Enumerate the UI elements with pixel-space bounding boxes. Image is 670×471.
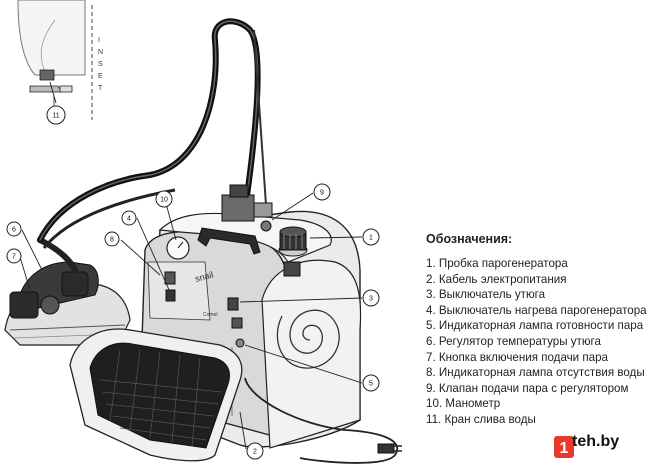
legend-item: 4. Выключатель нагрева парогенератора xyxy=(426,303,647,317)
svg-text:11: 11 xyxy=(52,113,59,120)
legend-list: 1. Пробка парогенератора 2. Кабель элект… xyxy=(426,256,670,428)
svg-text:8: 8 xyxy=(110,237,114,244)
watermark-text: teh.by xyxy=(572,433,620,450)
legend-item: 7. Кнопка включения подачи пара xyxy=(426,350,608,364)
svg-text:1: 1 xyxy=(560,440,569,457)
svg-text:E: E xyxy=(98,73,103,80)
svg-text:S: S xyxy=(98,61,103,68)
legend-item: 5. Индикаторная лампа готовности пара xyxy=(426,319,644,333)
svg-text:2: 2 xyxy=(253,449,257,456)
svg-text:N: N xyxy=(98,49,103,56)
legend-item: 6. Регулятор температуры утюга xyxy=(426,334,601,348)
hose-support-rod xyxy=(253,29,267,206)
spiral-emblem xyxy=(276,309,340,369)
svg-text:I: I xyxy=(98,37,100,44)
legend-item: 11. Кран слива воды xyxy=(426,412,536,426)
svg-text:6: 6 xyxy=(12,227,16,234)
panel-label: Comet xyxy=(203,312,218,318)
svg-text:3: 3 xyxy=(369,296,373,303)
pressure-gauge xyxy=(166,236,190,260)
legend-title: Обозначения: xyxy=(426,232,513,246)
inset-panel: I N S E T xyxy=(17,0,103,120)
watermark-logo: 1 xyxy=(540,436,670,471)
brand-label: snail xyxy=(194,269,214,283)
legend-item: 9. Клапан подачи пара с регулятором xyxy=(426,381,629,395)
svg-text:7: 7 xyxy=(12,254,16,261)
svg-text:10: 10 xyxy=(160,197,168,204)
callout-10: 10 xyxy=(155,190,173,208)
callout-3: 3 xyxy=(362,289,380,307)
svg-text:T: T xyxy=(98,85,103,92)
inset-label: I N S E T xyxy=(98,37,103,92)
legend-item: 3. Выключатель утюга xyxy=(426,288,546,302)
svg-text:4: 4 xyxy=(127,216,131,223)
callout-11: 11 xyxy=(46,105,66,125)
callout-4: 4 xyxy=(121,210,137,226)
iron xyxy=(4,237,131,346)
svg-text:9: 9 xyxy=(320,190,324,197)
carry-handle xyxy=(197,227,261,255)
steam-valve xyxy=(221,184,273,232)
callout-7: 7 xyxy=(6,248,22,264)
callout-5: 5 xyxy=(362,374,380,392)
svg-text:1: 1 xyxy=(369,235,373,242)
callout-1: 1 xyxy=(362,228,380,246)
svg-text:5: 5 xyxy=(369,381,373,388)
legend: Обозначения: 1. Пробка парогенератора 2.… xyxy=(426,232,670,428)
legend-item: 8. Индикаторная лампа отсутствия воды xyxy=(426,366,645,380)
callout-8: 8 xyxy=(104,231,120,247)
iron-rest-pad xyxy=(69,328,243,462)
power-cable xyxy=(244,377,402,464)
callout-9: 9 xyxy=(313,183,331,201)
legend-item: 1. Пробка парогенератора xyxy=(426,257,568,270)
callout-2: 2 xyxy=(246,442,264,460)
legend-item: 2. Кабель электропитания xyxy=(426,272,567,286)
legend-item: 10. Манометр xyxy=(426,397,501,411)
boiler-cap xyxy=(278,226,308,277)
callout-6: 6 xyxy=(6,221,22,237)
